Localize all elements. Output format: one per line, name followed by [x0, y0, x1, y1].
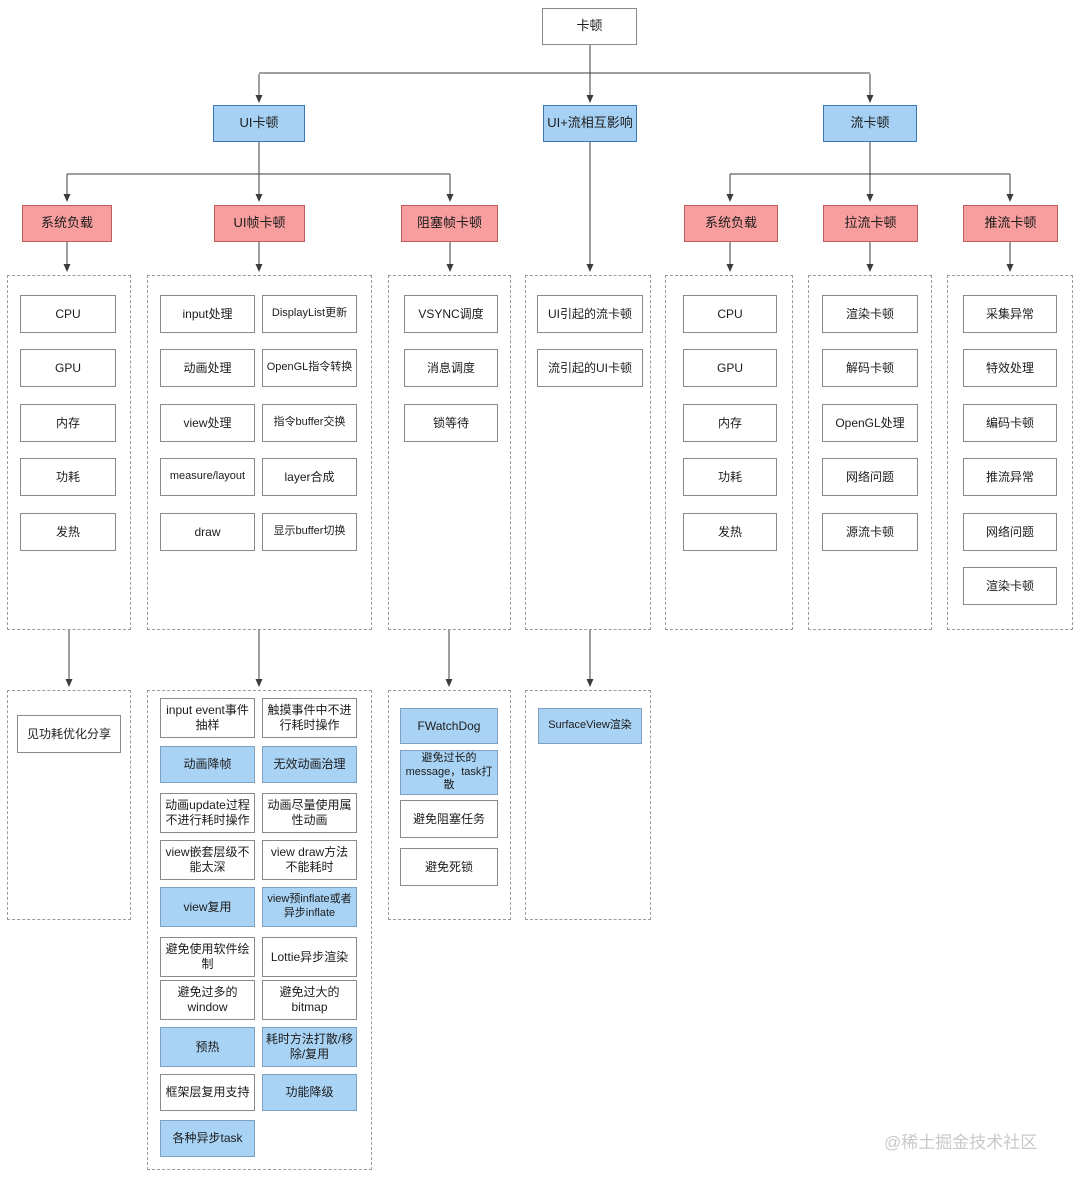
tree-node: view嵌套层级不能太深: [160, 840, 255, 880]
tree-node: 网络问题: [963, 513, 1057, 551]
tree-node: 采集异常: [963, 295, 1057, 333]
node-katon-root: 卡顿: [542, 8, 637, 45]
tree-node: 渲染卡顿: [963, 567, 1057, 605]
node-push-katon: 推流卡顿: [963, 205, 1058, 242]
tree-node: GPU: [20, 349, 116, 387]
tree-node: 渲染卡顿: [822, 295, 918, 333]
tree-node: 触摸事件中不进行耗时操作: [262, 698, 357, 738]
tree-node: view处理: [160, 404, 255, 442]
tree-node: 流引起的UI卡顿: [537, 349, 643, 387]
tree-node: GPU: [683, 349, 777, 387]
tree-node: draw: [160, 513, 255, 551]
tree-node: 避免使用软件绘制: [160, 937, 255, 977]
group-mutual-detail: [525, 275, 651, 630]
tree-node: CPU: [683, 295, 777, 333]
tree-node: 预热: [160, 1027, 255, 1067]
tree-node: 避免过多的window: [160, 980, 255, 1020]
group-sysload-right-detail: [665, 275, 793, 630]
tree-node: view draw方法不能耗时: [262, 840, 357, 880]
tree-node: view预inflate或者异步inflate: [262, 887, 357, 927]
tree-node: VSYNC调度: [404, 295, 498, 333]
group-ui-frame-solutions: [147, 690, 372, 1170]
node-blocked-frame-katon: 阻塞帧卡顿: [401, 205, 498, 242]
tree-node: 显示buffer切换: [262, 513, 357, 551]
tree-node: view复用: [160, 887, 255, 927]
tree-node: 耗时方法打散/移除/复用: [262, 1027, 357, 1067]
group-power-share: [7, 690, 131, 920]
tree-node: 指令buffer交换: [262, 404, 357, 442]
tree-node: FWatchDog: [400, 708, 498, 744]
tree-node: 内存: [683, 404, 777, 442]
tree-node: input处理: [160, 295, 255, 333]
tree-node: 动画降帧: [160, 746, 255, 783]
tree-node: 避免阻塞任务: [400, 800, 498, 838]
tree-node: OpenGL指令转换: [262, 349, 357, 387]
tree-node: measure/layout: [160, 458, 255, 496]
tree-node: 无效动画治理: [262, 746, 357, 783]
node-stream-katon: 流卡顿: [823, 105, 917, 142]
tree-node: 见功耗优化分享: [17, 715, 121, 753]
tree-node: 动画update过程不进行耗时操作: [160, 793, 255, 833]
tree-node: 功耗: [20, 458, 116, 496]
node-ui-stream-mutual: UI+流相互影响: [543, 105, 637, 142]
tree-node: 发热: [683, 513, 777, 551]
tree-node: 避免过大的bitmap: [262, 980, 357, 1020]
node-ui-katon: UI卡顿: [213, 105, 305, 142]
group-blocked-frame-detail: [388, 275, 511, 630]
node-sysload-right: 系统负载: [684, 205, 778, 242]
tree-node: 内存: [20, 404, 116, 442]
tree-node: 框架层复用支持: [160, 1074, 255, 1111]
group-push-detail: [947, 275, 1073, 630]
tree-node: SurfaceView渲染: [538, 708, 642, 744]
node-pull-katon: 拉流卡顿: [823, 205, 918, 242]
node-sysload-left: 系统负载: [22, 205, 112, 242]
tree-node: 动画处理: [160, 349, 255, 387]
tree-node: CPU: [20, 295, 116, 333]
tree-node: 功耗: [683, 458, 777, 496]
group-sysload-left-detail: [7, 275, 131, 630]
tree-node: layer合成: [262, 458, 357, 496]
tree-node: Lottie异步渲染: [262, 937, 357, 977]
tree-node: 避免过长的message，task打散: [400, 750, 498, 795]
group-blocked-frame-solutions: [388, 690, 511, 920]
watermark: @稀土掘金技术社区: [884, 1133, 1038, 1152]
tree-node: 锁等待: [404, 404, 498, 442]
tree-node: 各种异步task: [160, 1120, 255, 1157]
tree-node: input event事件抽样: [160, 698, 255, 738]
tree-node: 发热: [20, 513, 116, 551]
group-ui-frame-detail: [147, 275, 372, 630]
tree-node: 特效处理: [963, 349, 1057, 387]
tree-node: OpenGL处理: [822, 404, 918, 442]
tree-node: 解码卡顿: [822, 349, 918, 387]
group-mutual-solutions: [525, 690, 651, 920]
tree-node: 避免死锁: [400, 848, 498, 886]
tree-node: 编码卡顿: [963, 404, 1057, 442]
tree-node: 推流异常: [963, 458, 1057, 496]
tree-node: 网络问题: [822, 458, 918, 496]
tree-node: DisplayList更新: [262, 295, 357, 333]
tree-node: 动画尽量使用属性动画: [262, 793, 357, 833]
tree-node: 功能降级: [262, 1074, 357, 1111]
group-pull-detail: [808, 275, 932, 630]
node-ui-frame-katon: UI帧卡顿: [214, 205, 305, 242]
tree-node: 源流卡顿: [822, 513, 918, 551]
tree-node: UI引起的流卡顿: [537, 295, 643, 333]
tree-node: 消息调度: [404, 349, 498, 387]
